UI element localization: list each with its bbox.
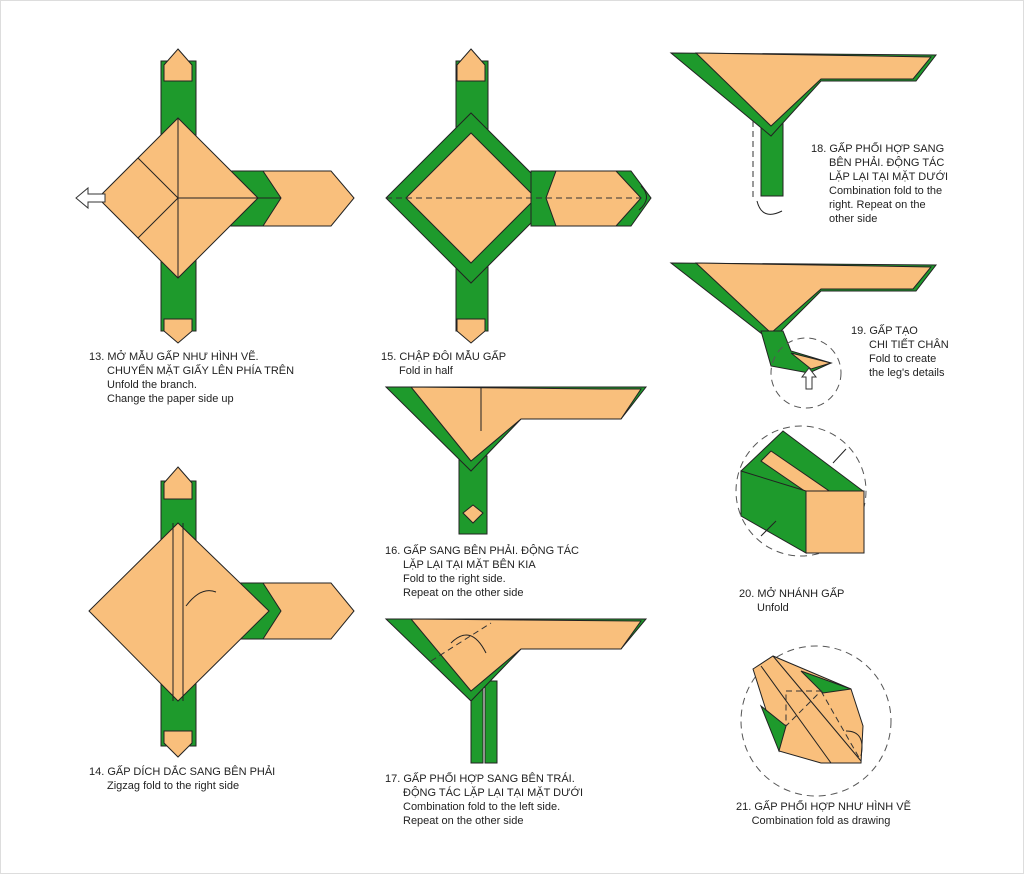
zigzag-arrow-icon xyxy=(185,590,217,607)
fold-arrow-icon xyxy=(845,730,863,757)
step-18-english: Combination fold to the xyxy=(829,185,943,197)
step-15-caption: 15. CHẬP ĐÔI MẪU GẤP Fold in half xyxy=(381,350,506,378)
step-16-english-2: Repeat on the other side xyxy=(403,587,524,599)
unfold-arrow-icon xyxy=(760,520,777,537)
step-14-caption: 14. GẤP DÍCH DẮC SANG BÊN PHẢI Zigzag fo… xyxy=(89,765,275,793)
step-20-title: 20. MỞ NHÁNH GẤP xyxy=(739,588,845,600)
step-18-english-3: other side xyxy=(829,213,878,225)
step-18-title-3: LẶP LẠI TẠI MẶT DƯỚI xyxy=(829,171,949,183)
step-13-caption: 13. MỞ MẪU GẤP NHƯ HÌNH VẼ. CHUYỂN MẶT G… xyxy=(89,350,294,406)
step-20-english: Unfold xyxy=(757,602,789,614)
step-13-title-2: CHUYỂN MẶT GIẤY LÊN PHÍA TRÊN xyxy=(107,365,295,377)
fold-arrow-icon xyxy=(756,200,783,215)
step-13-english-2: Change the paper side up xyxy=(107,393,234,405)
step-17-english-2: Repeat on the other side xyxy=(403,815,524,827)
fold-arrow-icon xyxy=(638,185,647,211)
step-15-title: 15. CHẬP ĐÔI MẪU GẤP xyxy=(381,351,507,363)
step-16-title-2: LẶP LẠI TẠI MẶT BÊN KIA xyxy=(403,559,536,571)
step-21-figure xyxy=(740,645,892,797)
step-18-caption: 18. GẤP PHỐI HỢP SANG BÊN PHẢI. ĐỘNG TÁC… xyxy=(811,142,948,226)
step-16-english: Fold to the right side. xyxy=(403,573,506,585)
step-14-figure xyxy=(88,466,355,758)
step-19-figure xyxy=(669,262,938,409)
step-17-figure xyxy=(384,618,648,764)
step-14-english: Zigzag fold to the right side xyxy=(107,780,240,792)
step-18-figure xyxy=(669,52,938,215)
step-19-title-2: CHI TIẾT CHÂN xyxy=(869,339,949,351)
step-16-figure xyxy=(384,386,648,535)
step-16-title: 16. GẤP SANG BÊN PHẢI. ĐỘNG TÁC xyxy=(385,545,579,557)
step-13-figure xyxy=(75,48,355,344)
step-13-title: 13. MỞ MẪU GẤP NHƯ HÌNH VẼ. xyxy=(89,351,259,363)
step-17-title: 17. GẤP PHỐI HỢP SANG BÊN TRÁI. xyxy=(385,773,575,785)
step-17-title-2: ĐỘNG TÁC LẶP LẠI TẠI MẶT DƯỚI xyxy=(403,787,584,799)
step-21-caption: 21. GẤP PHỐI HỢP NHƯ HÌNH VẼ Combination… xyxy=(736,800,911,828)
step-18-english-2: right. Repeat on the xyxy=(829,199,926,211)
step-17-english: Combination fold to the left side. xyxy=(403,801,561,813)
step-19-title: 19. GẤP TẠO xyxy=(851,325,918,337)
fold-arrow-icon xyxy=(450,634,487,654)
step-13-english: Unfold the branch. xyxy=(107,379,197,391)
step-18-title-2: BÊN PHẢI. ĐỘNG TÁC xyxy=(829,157,945,169)
step-19-english: Fold to create xyxy=(869,353,937,365)
up-arrow-icon xyxy=(800,367,818,390)
step-21-english: Combination fold as drawing xyxy=(751,815,891,827)
step-14-title: 14. GẤP DÍCH DẮC SANG BÊN PHẢI xyxy=(89,766,276,778)
unfold-arrow-icon xyxy=(832,448,847,464)
step-18-title: 18. GẤP PHỐI HỢP SANG xyxy=(811,143,945,155)
step-21-title: 21. GẤP PHỐI HỢP NHƯ HÌNH VẼ xyxy=(736,801,911,813)
step-15-english: Fold in half xyxy=(399,365,453,377)
unfold-arrow-icon xyxy=(75,186,106,210)
step-15-figure xyxy=(385,48,652,344)
step-17-caption: 17. GẤP PHỐI HỢP SANG BÊN TRÁI. ĐỘNG TÁC… xyxy=(385,772,583,828)
step-19-english-2: the leg's details xyxy=(869,367,945,379)
step-20-figure xyxy=(735,425,867,557)
step-19-caption: 19. GẤP TẠO CHI TIẾT CHÂN Fold to create… xyxy=(851,324,949,380)
step-16-caption: 16. GẤP SANG BÊN PHẢI. ĐỘNG TÁC LẶP LẠI … xyxy=(385,544,579,600)
step-20-caption: 20. MỞ NHÁNH GẤP Unfold xyxy=(739,587,844,615)
